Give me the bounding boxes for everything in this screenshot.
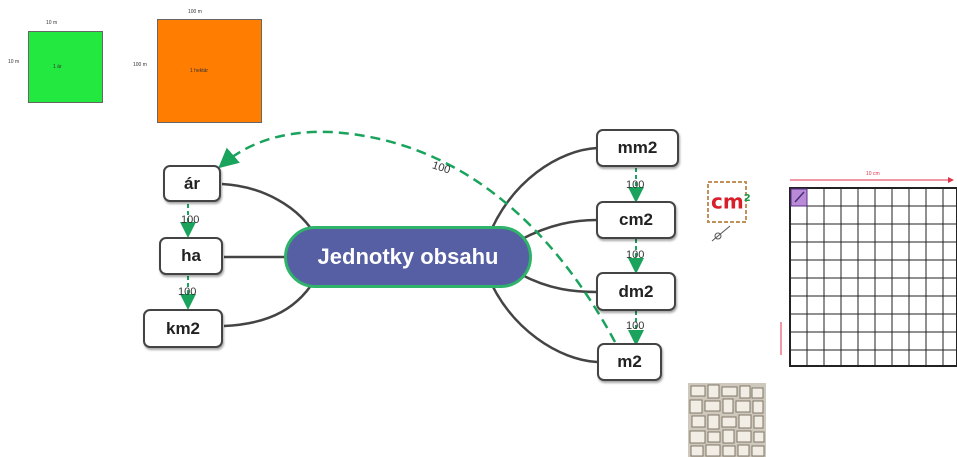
cm2-sticker: cm2 <box>711 188 751 213</box>
cm2-sticker-exponent: 2 <box>743 193 751 204</box>
branch-line-cm2 <box>519 218 598 242</box>
unit-label-ar: ár <box>183 173 201 193</box>
unit-label-cm2: cm2 <box>618 210 654 229</box>
central-topic-node: Jednotky obsahu <box>284 226 532 288</box>
branch-line-dm2 <box>519 272 598 294</box>
unit-node-km2: km2 <box>143 309 223 348</box>
unit-node-m2: m2 <box>597 343 662 381</box>
factor-label-ar-ha: 100 <box>181 214 200 226</box>
arrow-m2-ar <box>218 130 617 343</box>
mosaic-tile-image <box>688 383 766 457</box>
unit-node-ha: ha <box>159 237 223 275</box>
branch-line-m2 <box>485 273 598 364</box>
hectare-square: 1 hektár <box>157 19 262 123</box>
unit-label-dm2: dm2 <box>618 281 654 301</box>
factor-label-dm2-m2: 100 <box>626 320 645 332</box>
unit-label-m2: m2 <box>617 352 642 371</box>
hectare-square-top-label: 100 m <box>188 9 202 15</box>
factor-label-ha-km2: 100 <box>178 286 197 298</box>
central-topic-label: Jednotky obsahu <box>317 244 499 269</box>
factor-label-cm2-dm2: 100 <box>626 249 645 261</box>
are-square: 1 ár <box>28 31 103 103</box>
unit-node-ar: ár <box>163 165 221 202</box>
unit-label-mm2: mm2 <box>617 138 658 157</box>
factor-label-mm2-cm2: 100 <box>626 179 645 191</box>
unit-node-mm2: mm2 <box>596 129 679 167</box>
hectare-square-side-label: 100 m <box>133 62 147 68</box>
branch-line-mm2 <box>485 146 598 241</box>
are-square-side-label: 10 m <box>8 59 20 65</box>
unit-node-dm2: dm2 <box>596 272 676 311</box>
unit-label-ha: ha <box>181 246 201 265</box>
grid-top-label: 10 cm <box>866 171 880 177</box>
cm2-sticker-frame <box>707 181 747 242</box>
centimeter-grid <box>780 177 957 367</box>
unit-node-cm2: cm2 <box>596 201 676 239</box>
hectare-square-center-label: 1 hektár <box>190 68 209 74</box>
unit-label-km2: km2 <box>165 318 201 338</box>
are-square-top-label: 10 m <box>46 20 58 26</box>
are-square-center-label: 1 ár <box>53 64 62 70</box>
cm2-sticker-text: cm <box>711 189 744 214</box>
